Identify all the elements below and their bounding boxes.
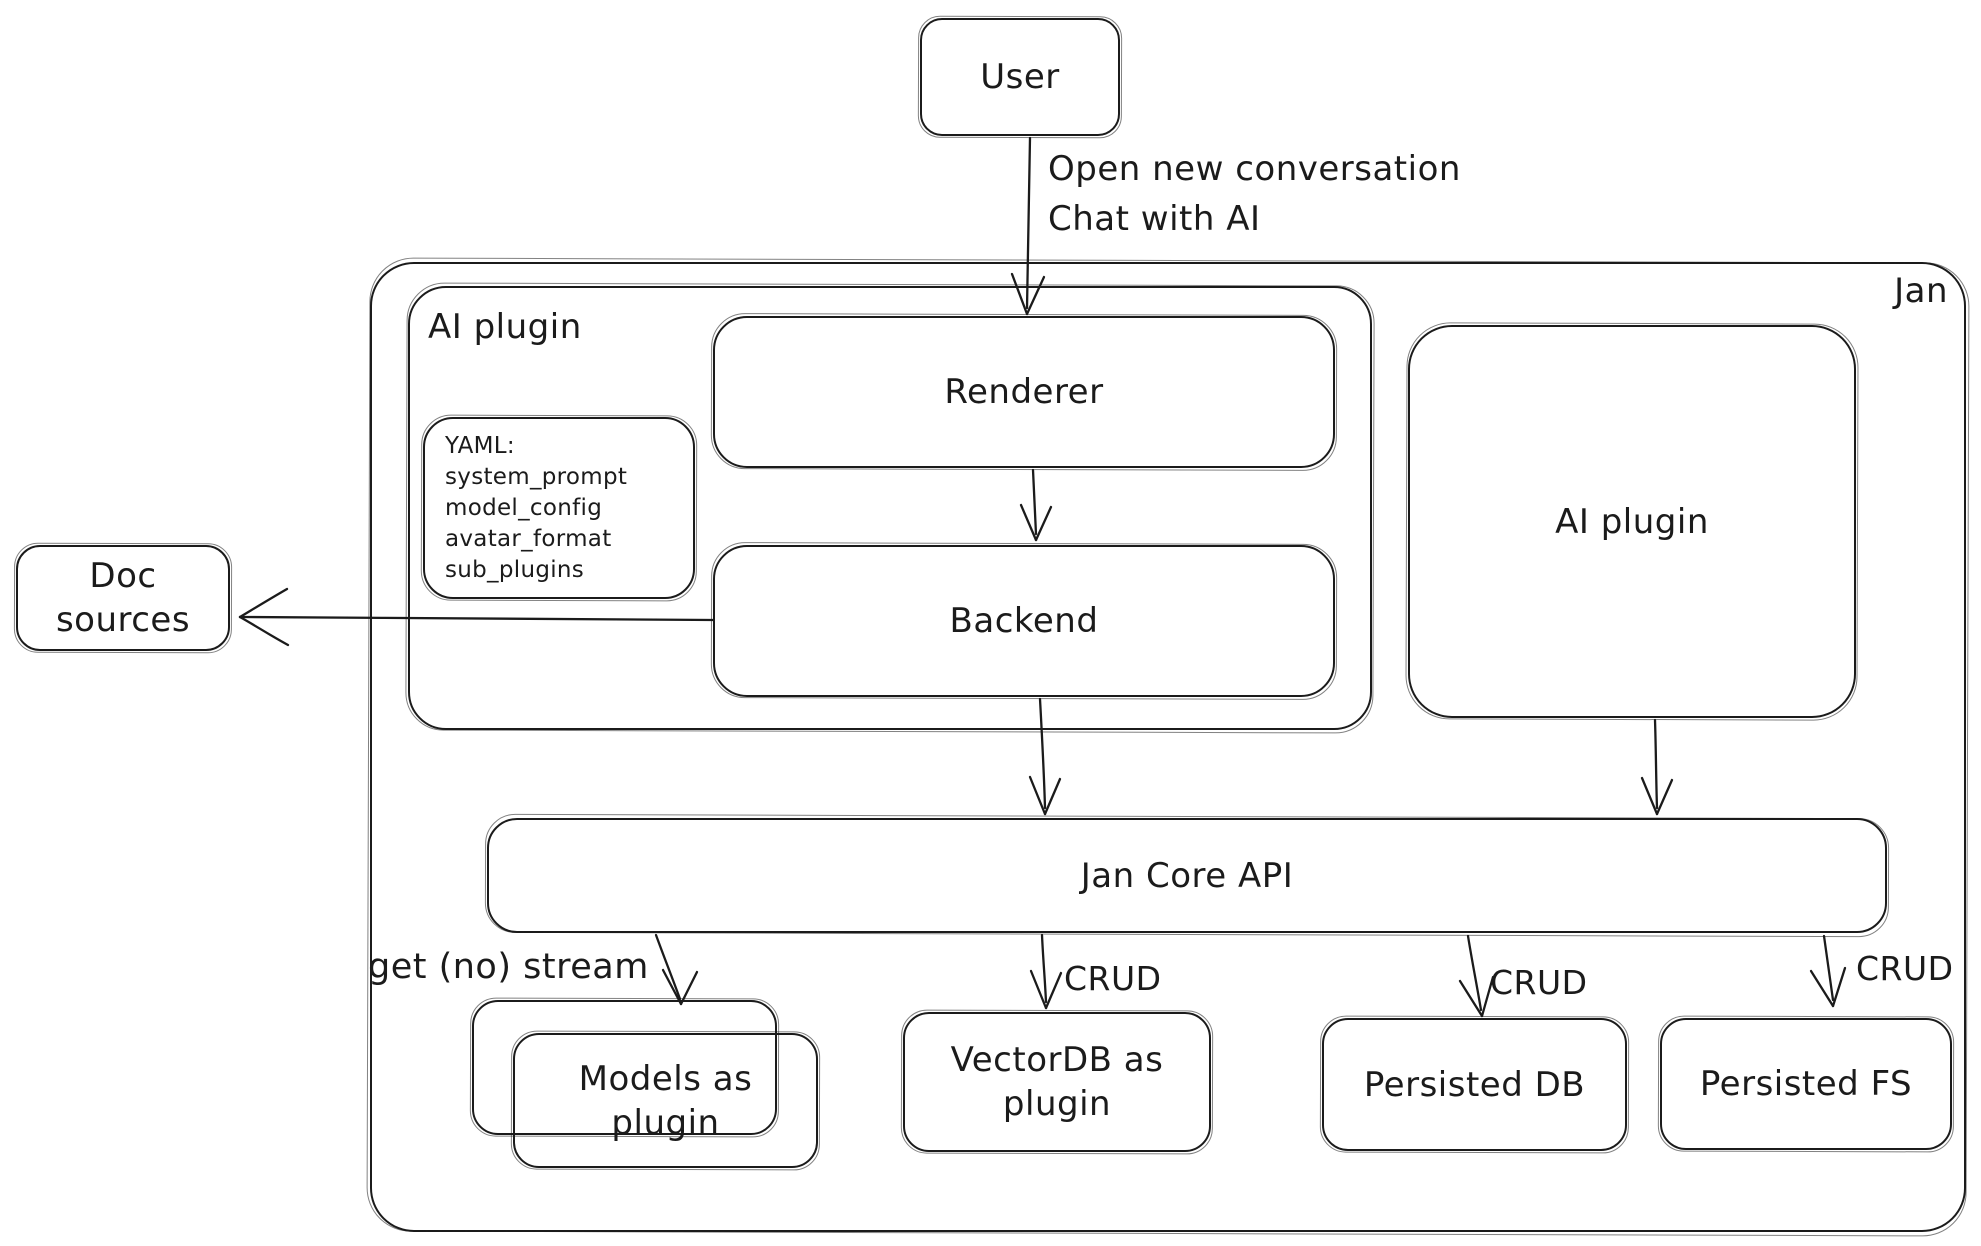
ai-plugin-box: AI plugin xyxy=(1408,325,1856,718)
user-label: User xyxy=(980,57,1060,97)
doc-sources-label: Doc sources xyxy=(55,556,191,640)
yaml-note-title: YAML: xyxy=(445,433,515,459)
user-box: User xyxy=(920,18,1120,136)
yaml-note-line: sub_plugins xyxy=(445,557,585,583)
persisted-fs-label: Persisted FS xyxy=(1699,1064,1913,1104)
ai-plugin-container-label: AI plugin xyxy=(428,307,582,347)
persisted-db-box: Persisted DB xyxy=(1322,1018,1627,1151)
flow-label-chat-with-ai: Chat with AI xyxy=(1048,199,1261,239)
doc-sources-box: Doc sources xyxy=(16,545,230,651)
jan-core-api-label: Jan Core API xyxy=(1080,855,1294,896)
edge-label-crud-persisted-db: CRUD xyxy=(1490,963,1588,1002)
jan-core-api-box: Jan Core API xyxy=(487,818,1887,933)
edge-label-crud-vectordb: CRUD xyxy=(1064,959,1162,998)
yaml-note-line: model_config xyxy=(445,495,603,521)
ai-plugin-box-label: AI plugin xyxy=(1555,501,1709,542)
edge-label-get-no-stream: get (no) stream xyxy=(368,947,649,987)
backend-label: Backend xyxy=(949,601,1099,641)
yaml-note-line: avatar_format xyxy=(445,526,612,552)
yaml-note-box: YAML: system_prompt model_config avatar_… xyxy=(423,417,695,599)
renderer-box: Renderer xyxy=(713,316,1335,468)
flow-label-open-conversation: Open new conversation xyxy=(1048,149,1461,189)
renderer-label: Renderer xyxy=(944,372,1104,412)
edge-label-crud-persisted-fs: CRUD xyxy=(1856,949,1954,988)
models-label: Models as plugin xyxy=(578,1058,753,1143)
yaml-note-line: system_prompt xyxy=(445,464,628,490)
persisted-fs-box: Persisted FS xyxy=(1660,1018,1952,1150)
persisted-db-label: Persisted DB xyxy=(1363,1064,1586,1105)
jan-label: Jan xyxy=(1894,271,1948,311)
backend-box: Backend xyxy=(713,545,1335,697)
ai-plugin-container xyxy=(408,286,1372,730)
vectordb-box: VectorDB as plugin xyxy=(903,1012,1211,1152)
vectordb-label: VectorDB as plugin xyxy=(950,1040,1164,1124)
models-box: Models as plugin xyxy=(513,1033,818,1168)
jan-container xyxy=(370,262,1966,1232)
